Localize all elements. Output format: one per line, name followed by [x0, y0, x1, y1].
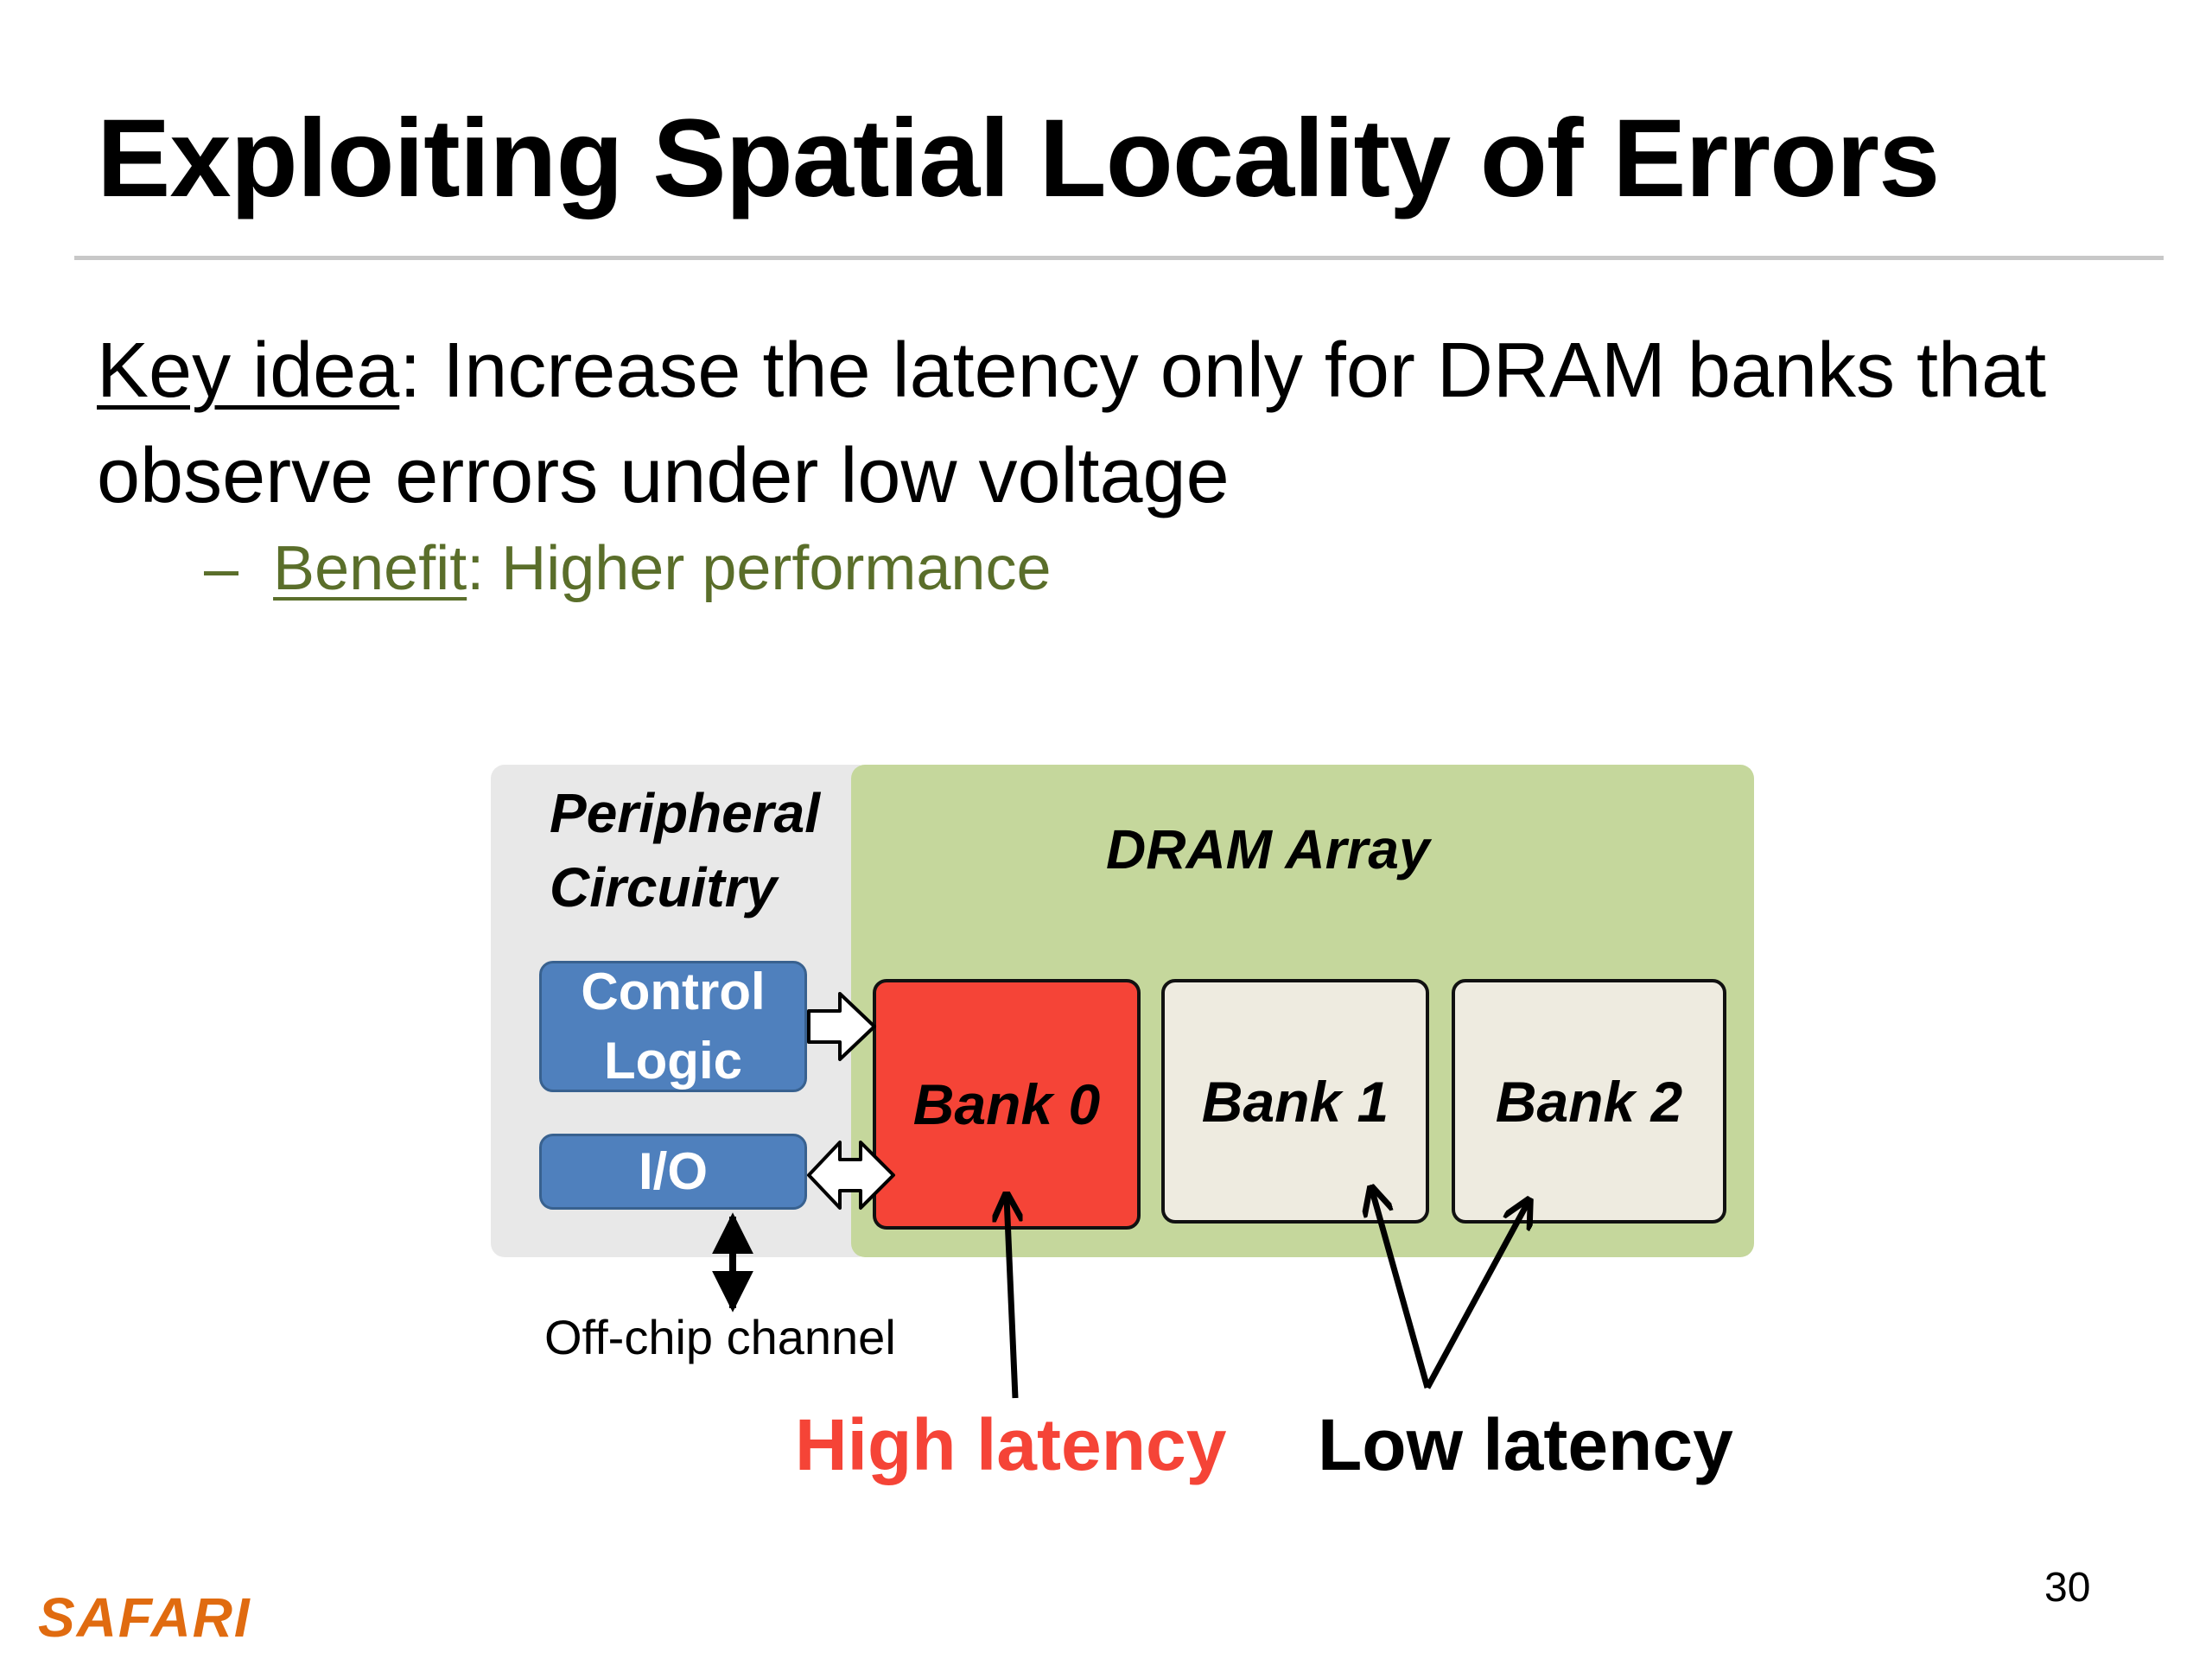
offchip-channel-label: Off-chip channel	[544, 1310, 896, 1364]
bank-0: Bank 0	[873, 979, 1141, 1230]
key-idea-bullet: Key idea: Increase the latency only for …	[97, 318, 2127, 529]
benefit-label: Benefit	[273, 534, 467, 603]
benefit-text: : Higher performance	[467, 534, 1052, 603]
key-idea-text: : Increase the latency only for DRAM ban…	[97, 327, 2047, 519]
bank-2: Bank 2	[1452, 979, 1726, 1224]
low-latency-label: Low latency	[1318, 1404, 1733, 1485]
subbullet-dash: –	[204, 534, 239, 603]
title-divider	[74, 256, 2164, 260]
key-idea-label: Key idea	[97, 327, 400, 414]
safari-logo: SAFARI	[38, 1586, 251, 1649]
bank-1: Bank 1	[1161, 979, 1429, 1224]
high-latency-label: High latency	[795, 1404, 1227, 1485]
io-block: I/O	[539, 1134, 807, 1210]
dram-array-label: DRAM Array	[1106, 818, 1430, 880]
page-number: 30	[2044, 1565, 2091, 1611]
benefit-subbullet: –Benefit: Higher performance	[204, 537, 1052, 600]
slide-title: Exploiting Spatial Locality of Errors	[97, 97, 1940, 220]
control-logic-block: Control Logic	[539, 961, 807, 1092]
peripheral-circuitry-label: Peripheral Circuitry	[550, 782, 821, 918]
